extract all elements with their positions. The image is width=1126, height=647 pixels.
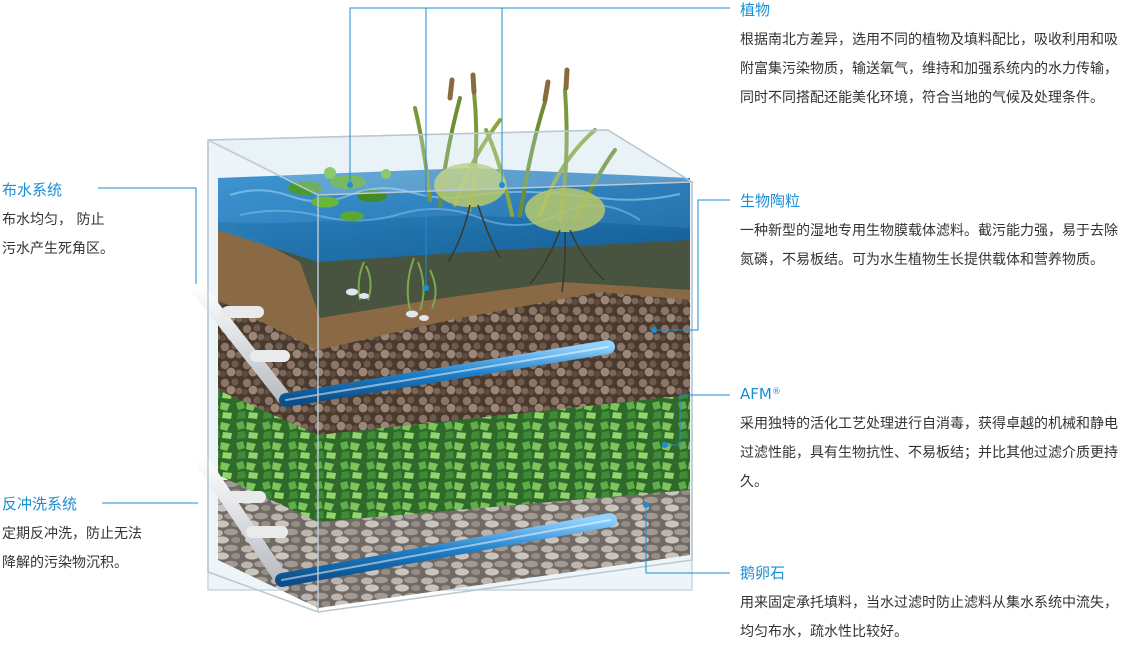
leader-distribution — [98, 187, 197, 284]
callout-afm-desc: 采用独特的活化工艺处理进行自消毒，获得卓越的机械和静电过滤性能，具有生物抗性、不… — [740, 416, 1118, 490]
callout-afm-title-text: AFM — [740, 385, 772, 403]
leader-dots — [347, 182, 668, 508]
callout-afm: AFM® 采用独特的活化工艺处理进行自消毒，获得卓越的机械和静电过滤性能，具有生… — [740, 384, 1125, 497]
leader-pebbles — [645, 505, 730, 574]
callout-afm-title: AFM® — [740, 384, 1125, 404]
callout-plants-desc: 根据南北方差异，选用不同的植物及填料配比，吸收利用和吸附富集污染物质，输送氧气，… — [740, 32, 1118, 106]
callout-backwash: 反冲洗系统 定期反冲洗，防止无法 降解的污染物沉积。 — [2, 494, 202, 578]
callout-ceramsite-desc: 一种新型的湿地专用生物膜载体滤料。截污能力强，易于去除氮磷，不易板结。可为水生植… — [740, 223, 1118, 268]
backwash-pipe-system — [193, 451, 617, 587]
callout-backwash-title: 反冲洗系统 — [2, 495, 78, 513]
reed-bush — [434, 163, 605, 232]
tank-glass-outline — [207, 129, 695, 613]
callout-backwash-desc: 定期反冲洗，防止无法 降解的污染物沉积。 — [2, 526, 142, 571]
callout-pebbles: 鹅卵石 用来固定承托填料，当水过滤时防止滤料从集水系统中流失，均匀布水，疏水性比… — [740, 563, 1125, 647]
callout-ceramsite-title: 生物陶粒 — [740, 192, 801, 210]
callout-distribution: 布水系统 布水均匀， 防止 污水产生死角区。 — [2, 180, 192, 264]
leader-lines — [98, 7, 730, 574]
callout-plants-title: 植物 — [740, 1, 771, 19]
callout-pebbles-desc: 用来固定承托填料，当水过滤时防止滤料从集水系统中流失，均匀布水，疏水性比较好。 — [740, 595, 1118, 640]
callout-pebbles-title: 鹅卵石 — [740, 564, 786, 582]
reed-roots — [447, 204, 605, 293]
registered-mark: ® — [771, 387, 781, 397]
callout-ceramsite: 生物陶粒 一种新型的湿地专用生物膜载体滤料。截污能力强，易于去除氮磷，不易板结。… — [740, 191, 1125, 275]
leader-afm — [665, 394, 730, 446]
leader-plants — [349, 7, 730, 185]
callout-distribution-title: 布水系统 — [2, 181, 63, 199]
distribution-pipe-system — [189, 279, 615, 407]
leader-ceramsite — [654, 199, 730, 331]
callout-distribution-desc: 布水均匀， 防止 污水产生死角区。 — [2, 212, 114, 257]
callout-plants: 植物 根据南北方差异，选用不同的植物及填料配比，吸收利用和吸附富集污染物质，输送… — [740, 0, 1125, 113]
river-stones — [346, 288, 429, 321]
